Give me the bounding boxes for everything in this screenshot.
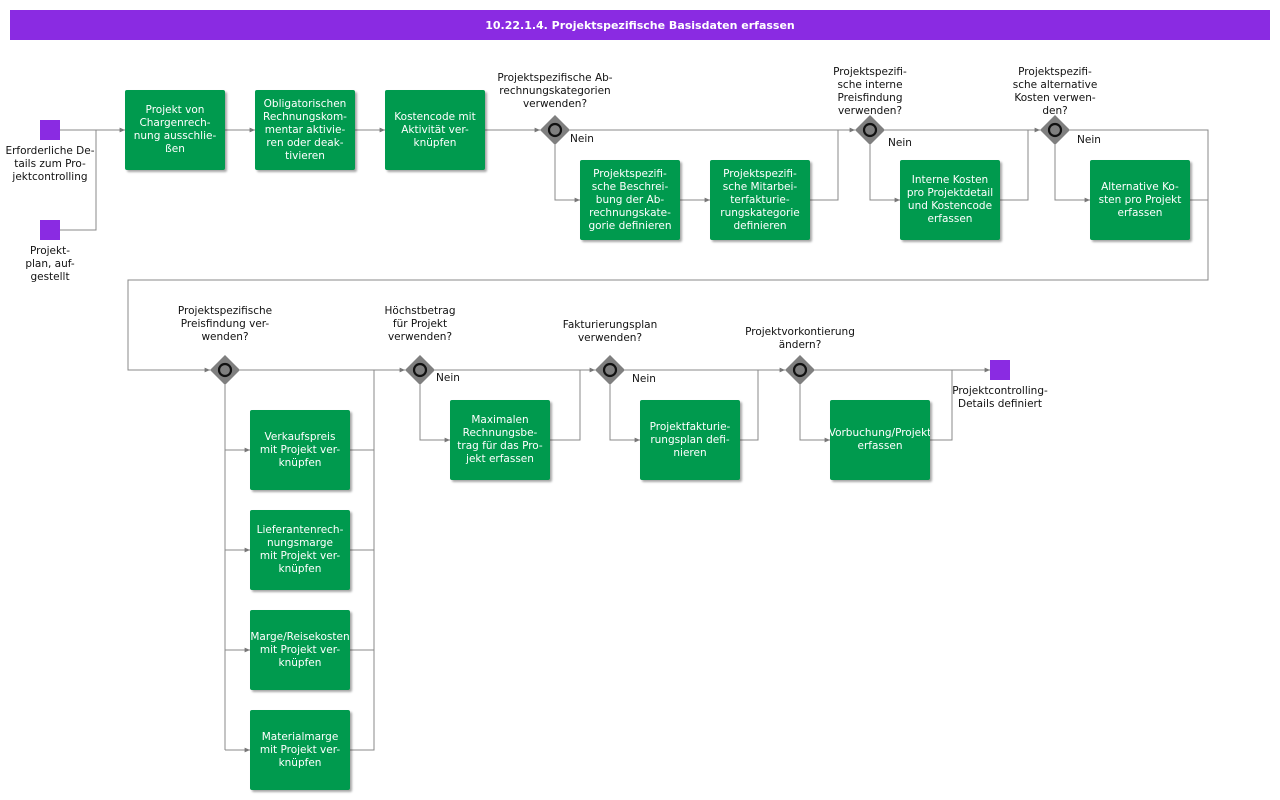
diagram-title: 10.22.1.4. Projektspezifische Basisdaten…	[10, 10, 1270, 40]
task-box[interactable]: Alternative Ko- sten pro Projekt erfasse…	[1090, 160, 1190, 240]
nein-label: Nein	[570, 133, 594, 145]
gateway-label: Fakturierungsplan verwenden?	[562, 319, 658, 344]
end-event-label: Projektcontrolling- Details definiert	[952, 385, 1048, 410]
start-event-label: Erforderliche De- tails zum Pro- jektcon…	[5, 145, 95, 183]
start-event	[40, 120, 60, 140]
task-box[interactable]: Projektspezifi- sche Mitarbei- terfaktur…	[710, 160, 810, 240]
task-box[interactable]: Verkaufspreis mit Projekt ver- knüpfen	[250, 410, 350, 490]
nein-label: Nein	[1077, 134, 1101, 146]
connector	[810, 130, 839, 201]
task-box[interactable]: Obligatorischen Rechnungskom- mentar akt…	[255, 90, 355, 170]
task-box[interactable]: Kostencode mit Aktivität ver- knüpfen	[385, 90, 485, 170]
task-box[interactable]: Maximalen Rechnungsbe- trag für das Pro-…	[450, 400, 550, 480]
gateway-label: Projektvorkontierung ändern?	[745, 326, 855, 351]
connector	[60, 130, 97, 231]
connector	[799, 385, 830, 443]
gateway-diamond	[785, 355, 815, 385]
end-event	[990, 360, 1010, 380]
gateway-label: Projektspezifi- sche alternative Kosten …	[1012, 66, 1098, 117]
connector	[930, 370, 953, 441]
gateway-diamond	[1040, 115, 1070, 145]
task-box[interactable]: Lieferantenrech- nungsmarge mit Projekt …	[250, 510, 350, 590]
task-box[interactable]: Projekt von Chargenrech- nung ausschlie-…	[125, 90, 225, 170]
task-box[interactable]: Projektfakturie- rungsplan defi- nieren	[640, 400, 740, 480]
connector	[550, 370, 581, 441]
gateway-label: Projektspezifische Ab- rechnungskategori…	[497, 72, 613, 110]
nein-label: Nein	[888, 137, 912, 149]
start-event	[40, 220, 60, 240]
gateway-diamond	[855, 115, 885, 145]
task-box[interactable]: Interne Kosten pro Projektdetail und Kos…	[900, 160, 1000, 240]
task-box[interactable]: Materialmarge mit Projekt ver- knüpfen	[250, 710, 350, 790]
connector	[1054, 145, 1090, 203]
connector	[127, 129, 1209, 373]
gateway-diamond	[540, 115, 570, 145]
connector	[1000, 130, 1029, 201]
gateway-diamond	[210, 355, 240, 385]
nein-label: Nein	[436, 372, 460, 384]
connector	[419, 385, 450, 443]
gateway-label: Höchstbetrag für Projekt verwenden?	[384, 305, 456, 343]
connector	[869, 145, 900, 203]
connector	[350, 370, 375, 751]
gateway-diamond	[405, 355, 435, 385]
task-box[interactable]: Marge/Reisekosten mit Projekt ver- knüpf…	[250, 610, 350, 690]
gateway-label: Projektspezifische Preisfindung ver- wen…	[177, 305, 273, 343]
connector	[609, 385, 640, 443]
nein-label: Nein	[632, 373, 656, 385]
gateway-diamond	[595, 355, 625, 385]
connector	[554, 145, 580, 203]
connector	[740, 370, 759, 441]
start-event-label: Projekt- plan, auf- gestellt	[25, 245, 75, 283]
gateway-label: Projektspezifi- sche interne Preisfindun…	[833, 66, 907, 117]
task-box[interactable]: Projektspezifi- sche Beschrei- bung der …	[580, 160, 680, 240]
task-box[interactable]: Vorbuchung/Projekt erfassen	[830, 400, 930, 480]
